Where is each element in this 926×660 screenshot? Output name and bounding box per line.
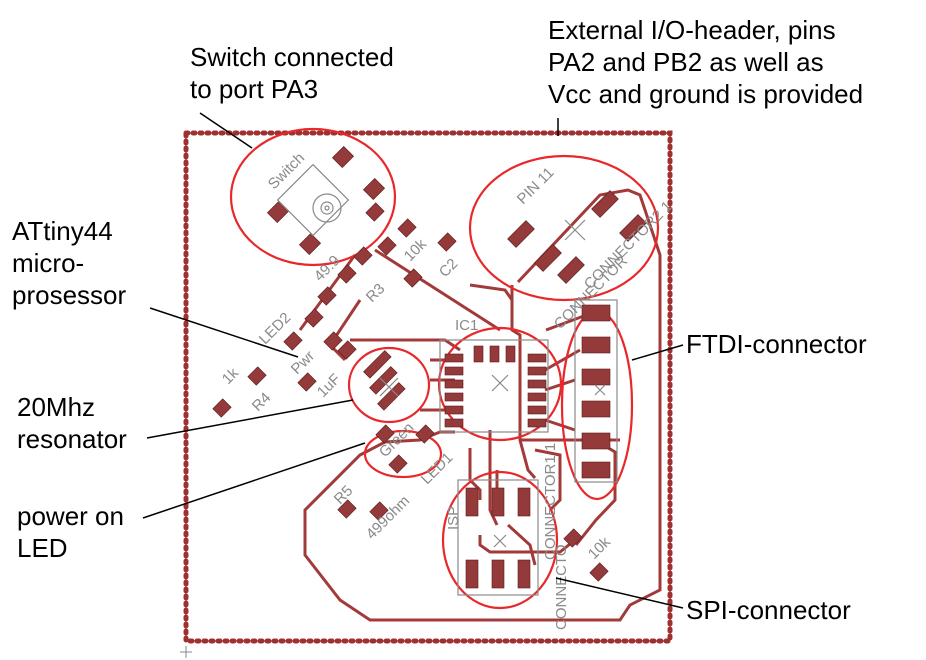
mcu-highlight	[437, 326, 563, 442]
annotation-leader-lines	[142, 112, 684, 609]
silkscreen-labels: Switch PIN 11 CONNECTOR2 1 CONNECTOR IC1…	[219, 150, 676, 630]
switch-highlight	[229, 127, 397, 267]
silk-r4: R4	[249, 389, 275, 415]
resonator-highlight	[347, 346, 431, 424]
annotation-resonator: 20Mhz resonator	[17, 392, 127, 454]
silk-pin11: PIN 11	[514, 164, 558, 208]
highlight-circles	[229, 127, 660, 610]
silk-1k: 1k	[219, 364, 243, 388]
power-led-highlight	[363, 429, 443, 479]
annotation-power-led: power on LED	[17, 501, 124, 563]
header-highlight	[468, 154, 660, 302]
silk-499ohm: 499ohm	[363, 492, 413, 542]
silkscreen-outlines	[276, 163, 618, 596]
silk-1uf: 1uF	[314, 371, 344, 401]
copper-pads	[212, 145, 647, 589]
silk-10k-bottom: 10k	[585, 533, 614, 562]
silk-ic1: IC1	[455, 317, 478, 334]
annotation-mcu: ATtiny44 micro- prosessor	[12, 216, 127, 310]
silk-led1: LED1	[418, 449, 457, 488]
annotation-ftdi: FTDI-connector	[686, 329, 867, 359]
silk-r5: R5	[331, 482, 357, 508]
silk-r3: R3	[363, 280, 389, 306]
origin-marker	[180, 646, 192, 658]
silk-c2: C2	[436, 255, 462, 281]
silk-10k-top: 10k	[401, 235, 430, 264]
board-outline	[183, 130, 673, 644]
spi-highlight	[441, 470, 559, 610]
annotation-spi: SPI-connector	[686, 595, 851, 625]
annotation-header: External I/O-header, pins PA2 and PB2 as…	[548, 15, 864, 109]
silk-connector1-lower: CONNECTO	[553, 544, 570, 630]
silk-isp: ISP	[445, 506, 462, 530]
silk-connector1: CONNECTOR1 1	[542, 443, 559, 560]
annotation-switch: Switch connected to port PA3	[190, 42, 394, 104]
silk-pwr: Pwr	[288, 348, 318, 378]
silk-switch: Switch	[265, 150, 308, 193]
